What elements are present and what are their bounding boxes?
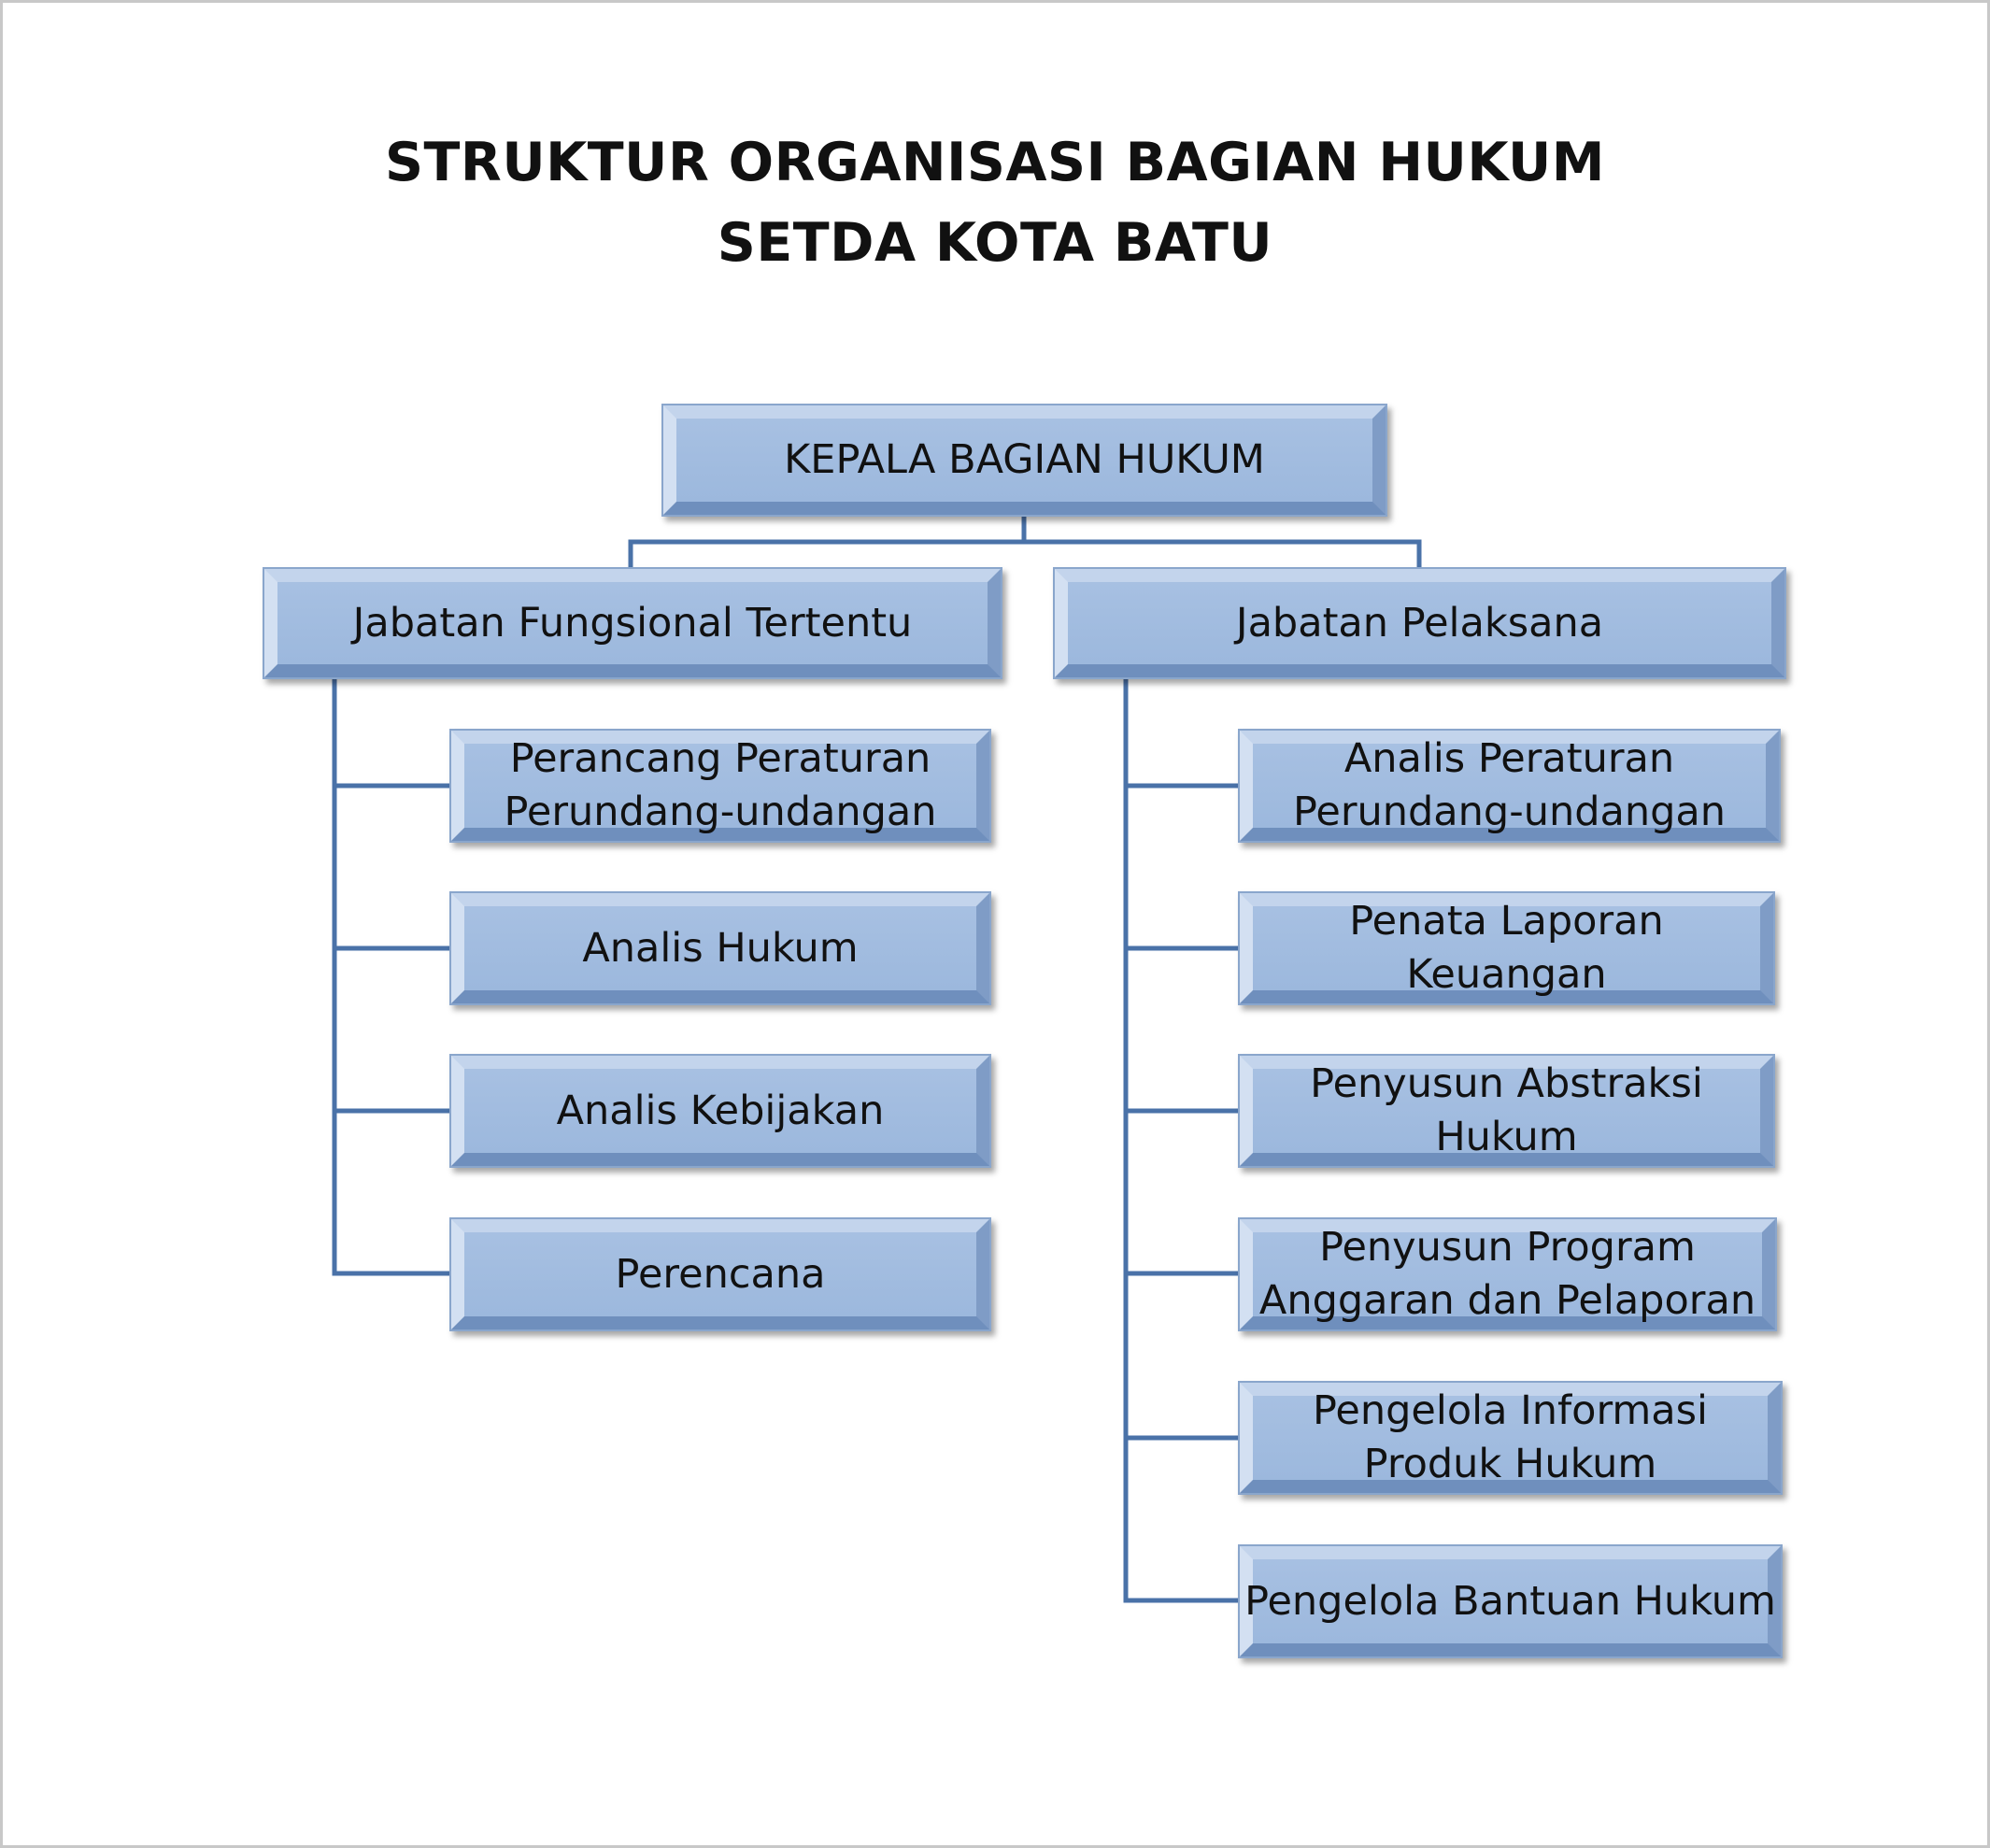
right-item-label: Pengelola Bantuan Hukum xyxy=(1244,1577,1776,1625)
left-item-label: Perencana xyxy=(615,1250,826,1298)
left-item-box: Analis Hukum xyxy=(449,891,991,1005)
right-item-box: Analis Peraturan Perundang-undangan xyxy=(1238,729,1781,843)
left-item-box: Perancang Peraturan Perundang-undangan xyxy=(449,729,991,843)
branch-label-fungsional: Jabatan Fungsional Tertentu xyxy=(352,599,913,647)
right-item-box: Pengelola Bantuan Hukum xyxy=(1238,1544,1783,1658)
root-label: KEPALA BAGIAN HUKUM xyxy=(784,436,1265,483)
left-item-label: Analis Kebijakan xyxy=(556,1087,885,1134)
left-item-label: Analis Hukum xyxy=(582,924,859,972)
title-line-2: SETDA KOTA BATU xyxy=(717,212,1273,274)
right-item-label: Penata Laporan Keuangan xyxy=(1349,898,1664,998)
root-box-kepala-bagian: KEPALA BAGIAN HUKUM xyxy=(661,404,1387,517)
right-item-label: Penyusun Program Anggaran dan Pelaporan xyxy=(1258,1224,1756,1324)
right-item-box: Penyusun Abstraksi Hukum xyxy=(1238,1054,1775,1168)
branch-label-pelaksana: Jabatan Pelaksana xyxy=(1235,599,1604,647)
right-item-label: Penyusun Abstraksi Hukum xyxy=(1310,1060,1703,1160)
title-line-1: STRUKTUR ORGANISASI BAGIAN HUKUM xyxy=(385,132,1605,193)
left-item-box: Perencana xyxy=(449,1217,991,1331)
left-item-box: Analis Kebijakan xyxy=(449,1054,991,1168)
branch-box-pelaksana: Jabatan Pelaksana xyxy=(1053,567,1786,679)
connector-lines xyxy=(332,514,1422,1603)
right-item-box: Penata Laporan Keuangan xyxy=(1238,891,1775,1005)
right-item-label: Analis Peraturan Perundang-undangan xyxy=(1292,735,1727,835)
right-item-box: Penyusun Program Anggaran dan Pelaporan xyxy=(1238,1217,1777,1331)
left-item-label: Perancang Peraturan Perundang-undangan xyxy=(504,735,937,835)
right-item-box: Pengelola Informasi Produk Hukum xyxy=(1238,1381,1783,1495)
right-item-label: Pengelola Informasi Produk Hukum xyxy=(1313,1387,1708,1487)
branch-box-fungsional: Jabatan Fungsional Tertentu xyxy=(263,567,1002,679)
page-title: STRUKTUR ORGANISASI BAGIAN HUKUM SETDA K… xyxy=(3,122,1987,283)
